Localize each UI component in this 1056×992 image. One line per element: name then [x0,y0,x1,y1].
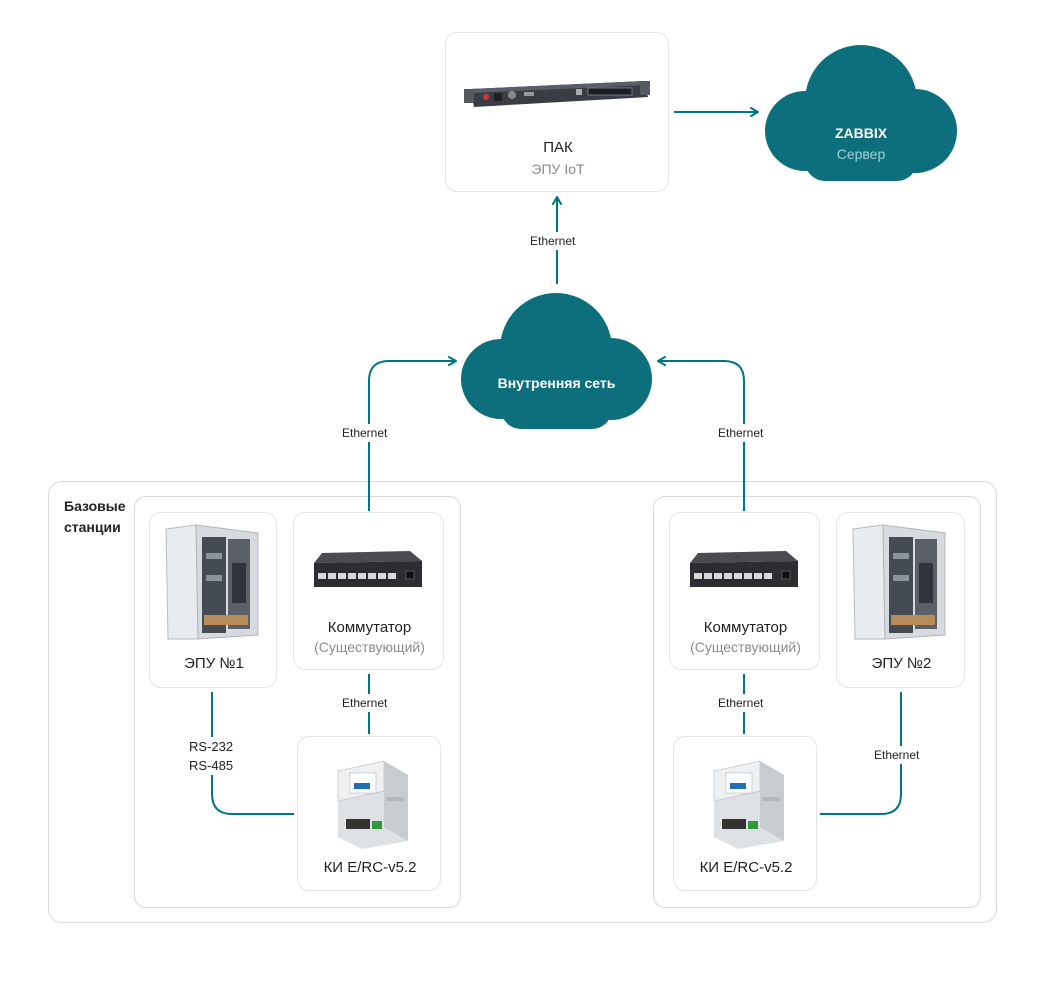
right-epu-to-ki-line [820,692,902,815]
left-switch-ki-link-label: Ethernet [338,694,392,712]
left-switch-sublabel: (Существующий) [314,639,425,655]
din-rail-module-icon [337,760,408,849]
power-cabinet-icon [165,524,259,640]
right-up-link-label: Ethernet [714,424,768,442]
left-switch-label: Коммутатор [327,619,412,636]
right-epu-card: ЭПУ №2 [836,512,965,688]
network-switch-icon [690,551,798,587]
internal-network-cloud: Внутренняя сеть [461,291,652,429]
left-epu-to-ki-line [211,692,294,815]
din-rail-module-icon [713,760,784,849]
zabbix-title: ZABBIX [834,125,888,141]
zabbix-cloud: ZABBIX Сервер [765,43,957,181]
right-ki-card: КИ E/RC-v5.2 [673,736,817,891]
right-ki-label: КИ E/RC-v5.2 [699,859,793,876]
network-switch-icon [314,551,422,587]
pak-link-label: Ethernet [526,232,580,250]
pak-subtitle: ЭПУ IoT [531,161,585,177]
base-stations-title-line2: станции [64,519,121,535]
left-switch-to-net-arrow [368,356,457,511]
pak-title: ПАК [543,139,573,156]
right-switch-ki-link-label: Ethernet [714,694,768,712]
serial-label-rs232: RS-232 [189,739,234,754]
right-switch-sublabel: (Существующий) [690,639,801,655]
serial-label-rs485: RS-485 [189,758,234,773]
right-switch-label: Коммутатор [703,619,788,636]
base-stations-title: Базовые станции [64,496,126,538]
internal-network-title: Внутренняя сеть [497,375,616,391]
pak-card: ПАК ЭПУ IoT [445,32,669,192]
left-ki-card: КИ E/RC-v5.2 [297,736,441,891]
zabbix-subtitle: Сервер [836,146,886,162]
left-epu-card: ЭПУ №1 [149,512,277,688]
rack-server-icon [464,81,650,107]
power-cabinet-icon [852,524,946,640]
left-up-link-label: Ethernet [338,424,392,442]
cloud-icon [765,45,957,181]
right-switch-card: Коммутатор (Существующий) [669,512,820,670]
left-switch-card: Коммутатор (Существующий) [293,512,444,670]
right-epu-ki-link-label: Ethernet [870,746,924,764]
base-stations-title-line1: Базовые [64,498,126,514]
right-epu-label: ЭПУ №2 [871,655,932,672]
left-ki-label: КИ E/RC-v5.2 [323,859,417,876]
cloud-icon [461,293,652,429]
serial-link-label: RS-232 RS-485 [183,737,240,775]
right-switch-to-net-arrow [657,356,745,511]
left-epu-label: ЭПУ №1 [184,655,244,672]
